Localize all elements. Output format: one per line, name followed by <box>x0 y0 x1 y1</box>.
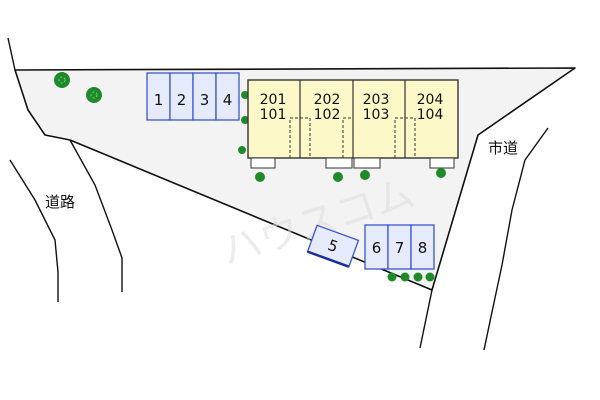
unit-number-floor2: 204 <box>417 92 444 108</box>
parking-number: 3 <box>200 91 210 109</box>
unit-number-floor2: 203 <box>363 92 390 108</box>
road-right-edge-outer <box>483 127 549 351</box>
tree-icon <box>241 116 249 124</box>
road-label-right: 市道 <box>488 139 518 157</box>
tree-icon <box>413 272 423 282</box>
tree-icon <box>238 146 246 154</box>
tree-icon <box>241 91 249 99</box>
unit-number-floor1: 103 <box>363 107 390 123</box>
road-left-edge-lower <box>69 139 123 292</box>
road-label-left: 道路 <box>45 193 75 211</box>
parking-number: 2 <box>177 91 187 109</box>
road-right-edge-inner <box>419 289 433 349</box>
tree-icon <box>54 72 70 88</box>
apartment-building: 201 101 202 102 203 103 204 104 <box>247 79 459 169</box>
parking-number: 8 <box>418 239 428 257</box>
parking-number: 1 <box>154 91 164 109</box>
parking-bottom-group: 6 7 8 <box>364 224 435 270</box>
tree-icon <box>387 272 397 282</box>
unit-number-floor2: 201 <box>260 92 287 108</box>
tree-icon <box>400 272 410 282</box>
tree-icon <box>333 172 343 182</box>
road-left-edge-outer <box>9 159 59 302</box>
parking-space <box>410 224 435 270</box>
unit-number-floor1: 102 <box>314 107 341 123</box>
parking-number: 4 <box>223 91 233 109</box>
unit-number-floor1: 101 <box>260 107 287 123</box>
parking-number: 7 <box>395 239 405 257</box>
tree-icon <box>360 170 370 180</box>
road-left-edge-upper <box>7 37 16 71</box>
unit-number-floor2: 202 <box>314 92 341 108</box>
parking-space <box>215 72 240 121</box>
parking-number: 6 <box>372 239 382 257</box>
parking-space-single: 5 <box>306 224 360 268</box>
tree-icon <box>436 168 446 178</box>
tree-icon <box>86 87 102 103</box>
tree-icon <box>425 272 435 282</box>
parking-top-group: 1 2 3 4 <box>146 72 240 121</box>
unit-number-floor1: 104 <box>417 107 444 123</box>
tree-icon <box>255 172 265 182</box>
